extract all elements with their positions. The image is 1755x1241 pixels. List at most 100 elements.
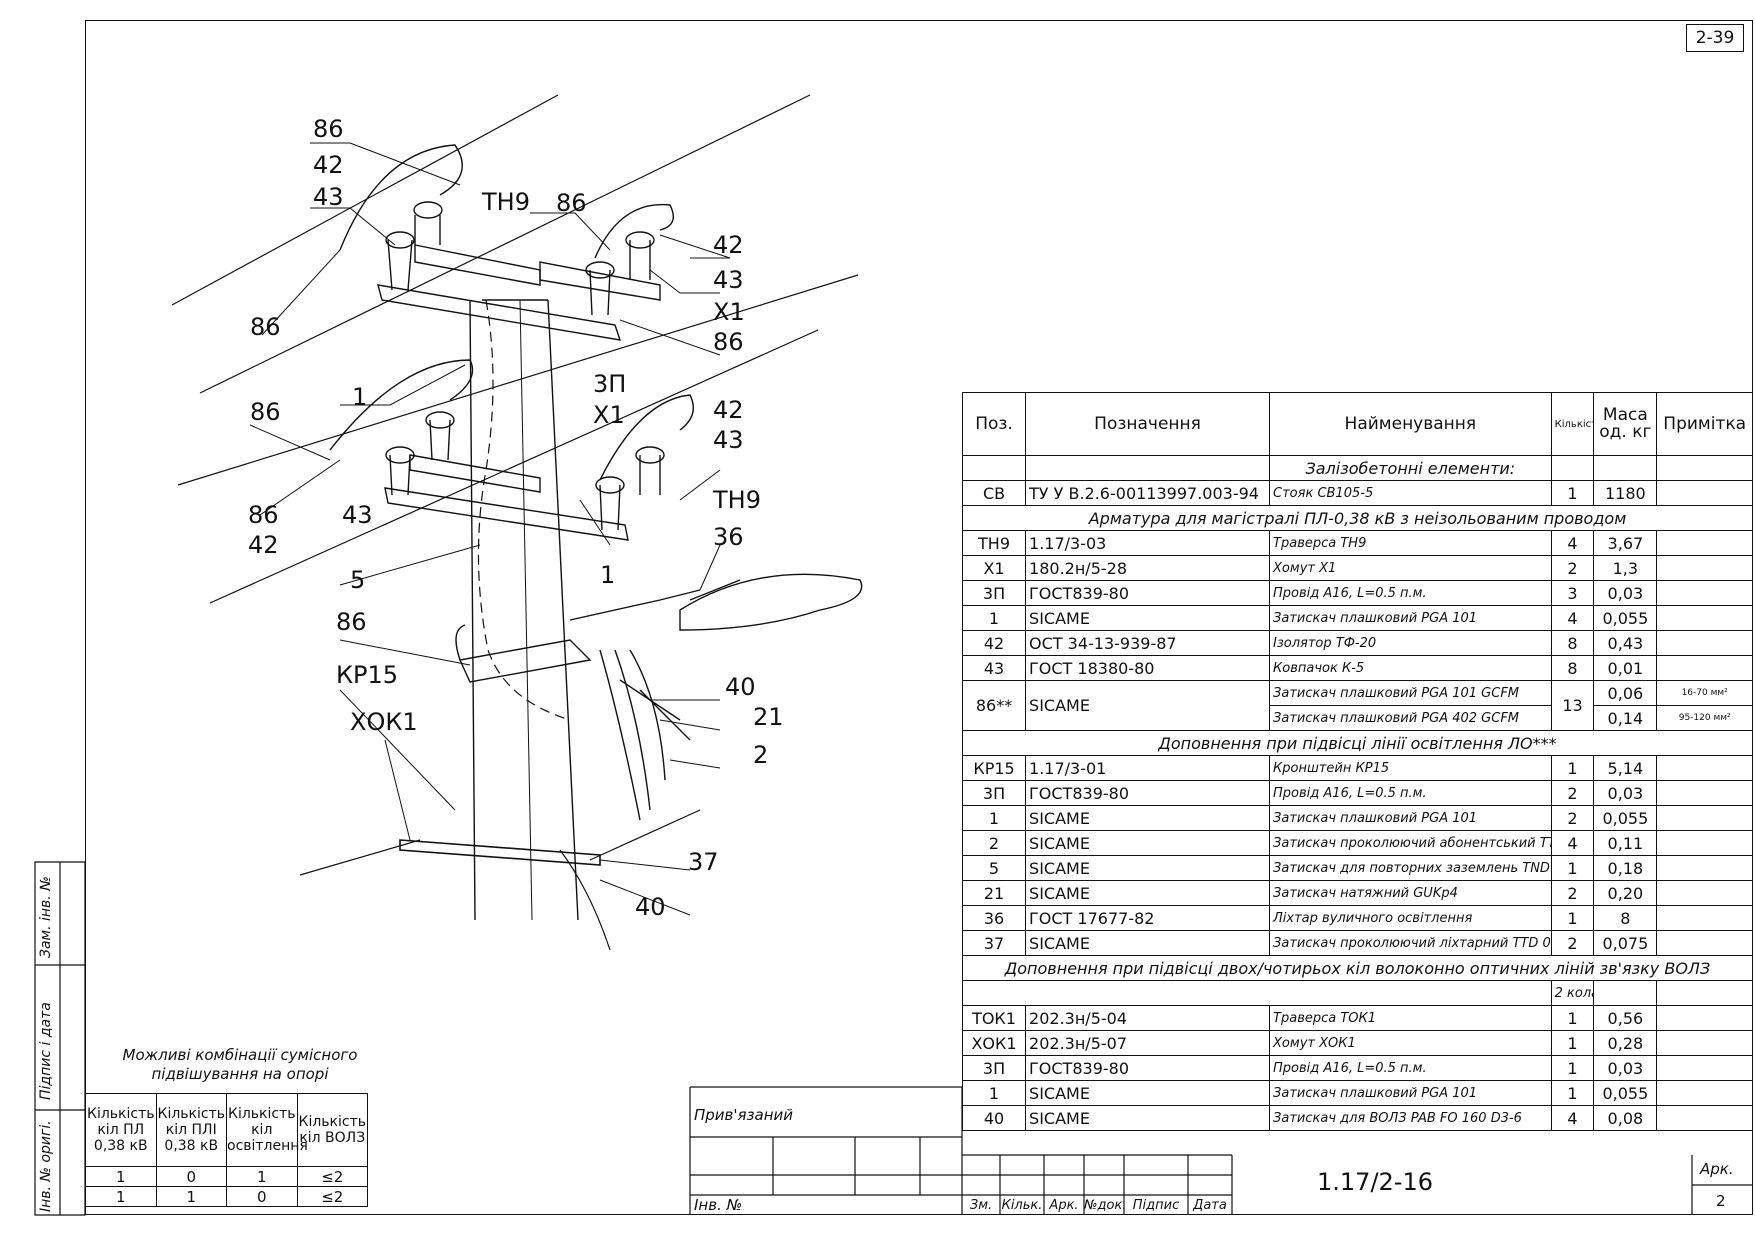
spec-mass: 5,14 — [1593, 755, 1658, 781]
spec-qty: 1 — [1550, 755, 1595, 781]
spec-qty: 4 — [1550, 830, 1595, 856]
spec-qty: 3 — [1550, 580, 1595, 606]
spec-pos: 37 — [961, 930, 1027, 956]
spec-qty: 1 — [1550, 1005, 1595, 1031]
spec-mass: 0,43 — [1593, 630, 1658, 656]
spec-mass: 0,28 — [1593, 1030, 1658, 1056]
spec-name: Хомут ХОК1 — [1269, 1030, 1552, 1056]
side-label-inv-orig: Інв. № оригі. — [38, 1120, 54, 1212]
spec-section-row: Залізобетонні елементи: — [961, 455, 1753, 481]
spec-section-title: Доповнення при підвісці двох/чотирьох кі… — [962, 955, 1753, 981]
callout-label: КР15 — [336, 661, 398, 689]
sheet-label: Арк. — [1700, 1160, 1734, 1178]
spec-note — [1656, 1005, 1753, 1031]
spec-pos: 36 — [961, 905, 1027, 931]
spec-note — [1656, 580, 1753, 606]
spec-name: Провід А16, L=0.5 п.м. — [1269, 580, 1552, 606]
spec-designation: ТУ У В.2.6-00113997.003-94 — [1025, 480, 1271, 506]
callout-label: 42 — [713, 396, 744, 424]
spec-pos: ТОК1 — [961, 1005, 1027, 1031]
spec-pos: 43 — [961, 655, 1027, 681]
spec-empty — [961, 455, 1027, 481]
spec-qty: 1 — [1550, 1080, 1595, 1106]
spec-designation: 202.3н/5-07 — [1025, 1030, 1271, 1056]
combo-cell: 1 — [226, 1166, 298, 1187]
spec-note — [1656, 630, 1753, 656]
callout-label: 86 — [713, 328, 744, 356]
callout-label: 86 — [250, 313, 281, 341]
callout-label: 42 — [248, 531, 279, 559]
spec-pos: 1 — [961, 605, 1027, 631]
spec-mass: 0,03 — [1593, 580, 1658, 606]
spec-name: Затискач для повторних заземлень TND 151 — [1269, 855, 1552, 881]
spec-mass: 0,055 — [1593, 805, 1658, 831]
tied-label: Прив'язаний — [694, 1106, 794, 1124]
callout-label: Х1 — [713, 298, 745, 326]
spec-name: Затискач плашковий PGA 101 — [1269, 805, 1552, 831]
spec-designation: SICAME — [1025, 855, 1271, 881]
combo-row: 1 0 1 ≤2 — [85, 1166, 368, 1187]
spec-mass: 0,14 — [1593, 705, 1658, 731]
spec-designation: SICAME — [1025, 680, 1271, 731]
spec-name: Затискач для ВОЛЗ PAB FO 160 D3-6 — [1269, 1105, 1552, 1131]
callout-label: 43 — [713, 426, 744, 454]
spec-pos: СВ — [961, 480, 1027, 506]
combinations-title: Можливі комбінації сумісного підвішуванн… — [95, 1046, 385, 1084]
spec-name: Кронштейн КР15 — [1269, 755, 1552, 781]
combo-cell: 1 — [85, 1166, 157, 1187]
spec-designation: SICAME — [1025, 930, 1271, 956]
spec-designation: ГОСТ 17677-82 — [1025, 905, 1271, 931]
callout-label: 5 — [350, 566, 365, 594]
spec-qty-subheader: 2 кола — [1550, 980, 1595, 1006]
spec-section-title: Доповнення при підвісці лінії освітлення… — [962, 730, 1753, 756]
spec-designation: SICAME — [1025, 605, 1271, 631]
spec-pos: 86** — [961, 680, 1027, 731]
spec-qty: 2 — [1550, 880, 1595, 906]
col-header-name: Найменування — [1269, 392, 1552, 456]
spec-mass: 0,18 — [1593, 855, 1658, 881]
spec-designation: ГОСТ839-80 — [1025, 1055, 1271, 1081]
title-col-docno: №док. — [1084, 1198, 1127, 1213]
sheet-value: 2 — [1716, 1192, 1726, 1210]
spec-name: Затискач плашковий PGA 101 — [1269, 1080, 1552, 1106]
spec-mass: 0,06 — [1593, 680, 1658, 706]
spec-mass: 3,67 — [1593, 530, 1658, 556]
spec-name: Затискач плашковий PGA 402 GCFM — [1269, 705, 1552, 731]
combo-header: Кількість кіл ПЛ 0,38 кВ — [85, 1093, 157, 1167]
spec-qty: 2 — [1550, 555, 1595, 581]
spec-mass: 0,56 — [1593, 1005, 1658, 1031]
callout-label: 1 — [600, 561, 615, 589]
spec-qty: 1 — [1550, 855, 1595, 881]
spec-note — [1656, 605, 1753, 631]
spec-note — [1656, 480, 1753, 506]
spec-mass: 0,01 — [1593, 655, 1658, 681]
spec-designation: 1.17/3-01 — [1025, 755, 1271, 781]
spec-note — [1656, 555, 1753, 581]
spec-pos: ХОК1 — [961, 1030, 1027, 1056]
callout-label: 37 — [688, 848, 719, 876]
callout-label: 43 — [313, 183, 344, 211]
spec-note — [1656, 930, 1753, 956]
spec-designation: SICAME — [1025, 880, 1271, 906]
combo-cell: 1 — [155, 1186, 227, 1207]
spec-mass: 8 — [1593, 905, 1658, 931]
combo-cell: ≤2 — [296, 1166, 368, 1187]
callout-label: Х1 — [593, 401, 625, 429]
sheet-number: 2-39 — [1686, 24, 1744, 52]
spec-qty: 8 — [1550, 630, 1595, 656]
callout-label: 42 — [313, 151, 344, 179]
col-header-pos: Поз. — [961, 392, 1027, 456]
callout-label: ТН9 — [712, 486, 761, 514]
